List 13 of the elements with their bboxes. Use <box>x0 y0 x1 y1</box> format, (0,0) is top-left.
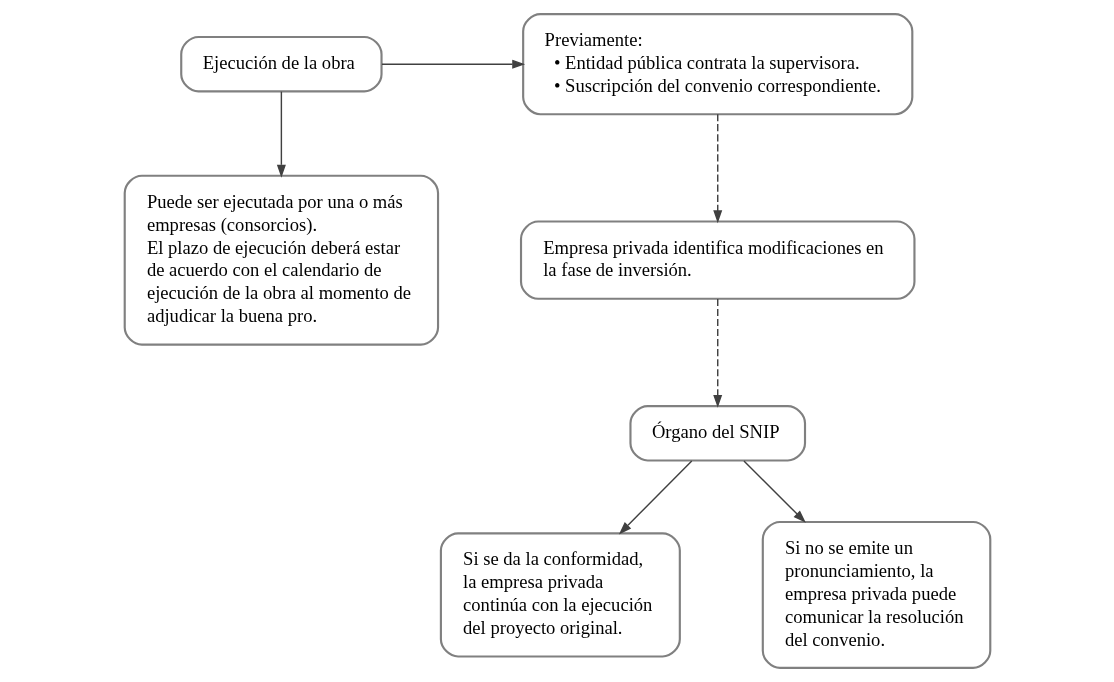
arrow <box>712 298 722 408</box>
arrow <box>742 460 806 523</box>
arrow <box>618 460 692 535</box>
node-box: Si no se emite un pronunciamiento, la empresa privada puede comunicar la resolución del convenio. <box>761 520 991 669</box>
node-box: Empresa privada identifica modificaciones en la fase de inversión. <box>519 220 916 300</box>
arrow <box>276 90 286 178</box>
node-box: Si se da la conformidad, la empresa privada continúa con la ejecución del proyecto original. <box>439 532 681 658</box>
node-box: Puede ser ejecutada por una o más empresas (consorcios). El plazo de ejecución deberá estar de acuerdo con el calendario de ejecución de la obra al momento de adjudicar la buena pro. <box>123 174 439 346</box>
node-box: Ejecución de la obra <box>179 35 383 93</box>
node-box: Órgano del SNIP <box>628 405 806 462</box>
node-box: Previamente: • Entidad pública contrata la supervisora. • Suscripción del convenio correspondiente. <box>521 13 913 116</box>
arrow <box>380 59 525 69</box>
arrow <box>712 113 722 224</box>
